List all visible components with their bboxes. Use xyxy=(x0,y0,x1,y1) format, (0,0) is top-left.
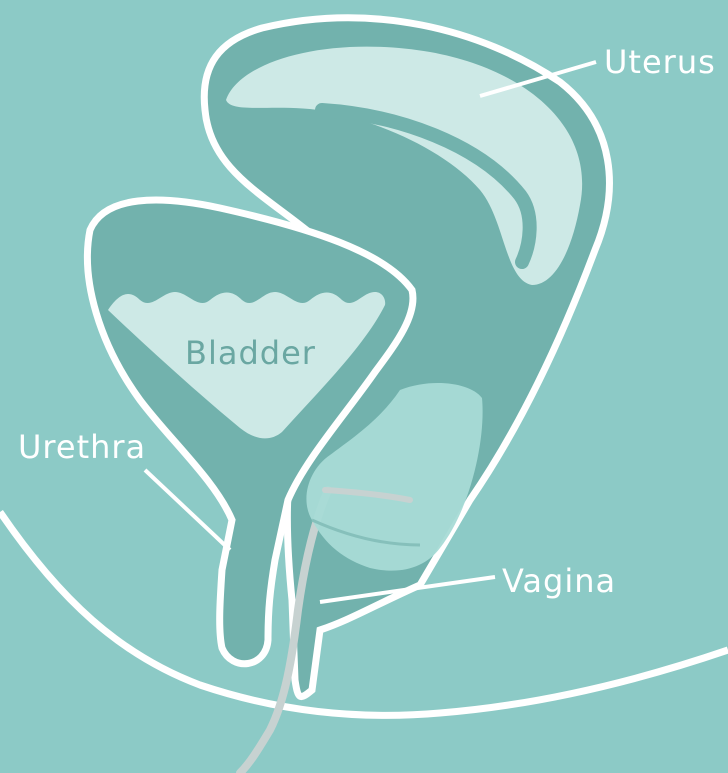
bladder-label: Bladder xyxy=(185,334,316,372)
urethra-label: Urethra xyxy=(18,428,146,466)
vagina-label: Vagina xyxy=(502,562,616,600)
uterus-label: Uterus xyxy=(604,43,716,81)
